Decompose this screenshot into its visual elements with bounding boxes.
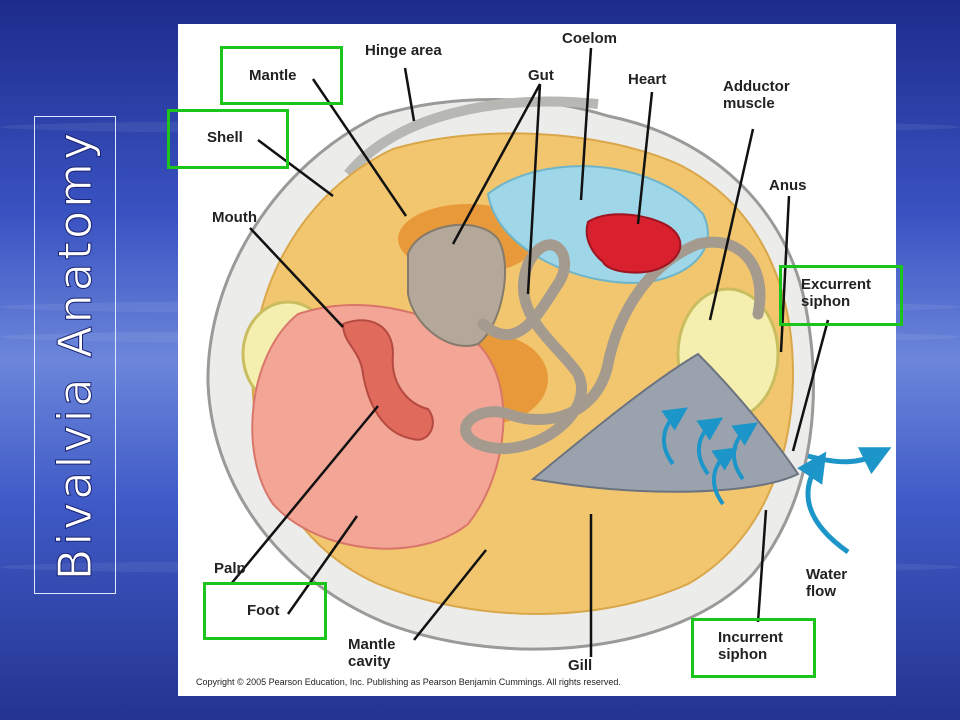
slide-title-frame [34,116,116,594]
label-mantle: Mantle [249,67,297,84]
leader-lines [230,47,830,657]
highlight-box-mantle [220,46,343,105]
highlight-box-incurrent-siphon [691,618,816,678]
label-gill: Gill [568,657,593,674]
copyright-notice: Copyright © 2005 Pearson Education, Inc.… [196,677,621,687]
highlight-box-shell [167,109,289,169]
label-mantle-cavity: Mantle cavity [348,636,396,670]
highlight-box-excurrent-siphon [779,265,903,326]
bivalve-anatomy-figure: Hinge area Coelom Gut Mantle Heart Adduc… [167,24,903,696]
water-flow-arrow [797,451,850,555]
label-anus: Anus [769,177,807,194]
slide-title: Bivalvia Anatomy [48,129,103,581]
label-water-flow: Water flow [806,566,848,600]
highlight-box-foot [203,582,327,640]
water-flow-arrow [807,447,892,475]
gut-loops [460,236,766,455]
palp-structure [341,319,434,441]
label-shell: Shell [207,129,243,146]
bivalve-illustration [206,47,892,657]
label-hinge-area: Hinge area [365,42,442,59]
water-flow-arrow [661,407,688,466]
label-coelom: Coelom [562,30,618,47]
label-palp: Palp [214,560,246,577]
water-flow-arrow [711,447,738,506]
label-foot: Foot [247,602,280,619]
water-flow-arrow [696,417,723,476]
label-mouth: Mouth [212,209,257,226]
label-gut: Gut [528,67,554,84]
label-incurrent-siphon: Incurrent siphon [718,629,784,663]
stomach [407,223,507,347]
label-heart: Heart [628,71,667,88]
hinge-ridge [344,96,599,178]
label-excurrent-siphon: Excurrent siphon [801,276,872,310]
label-adductor-muscle: Adductor muscle [723,78,790,112]
